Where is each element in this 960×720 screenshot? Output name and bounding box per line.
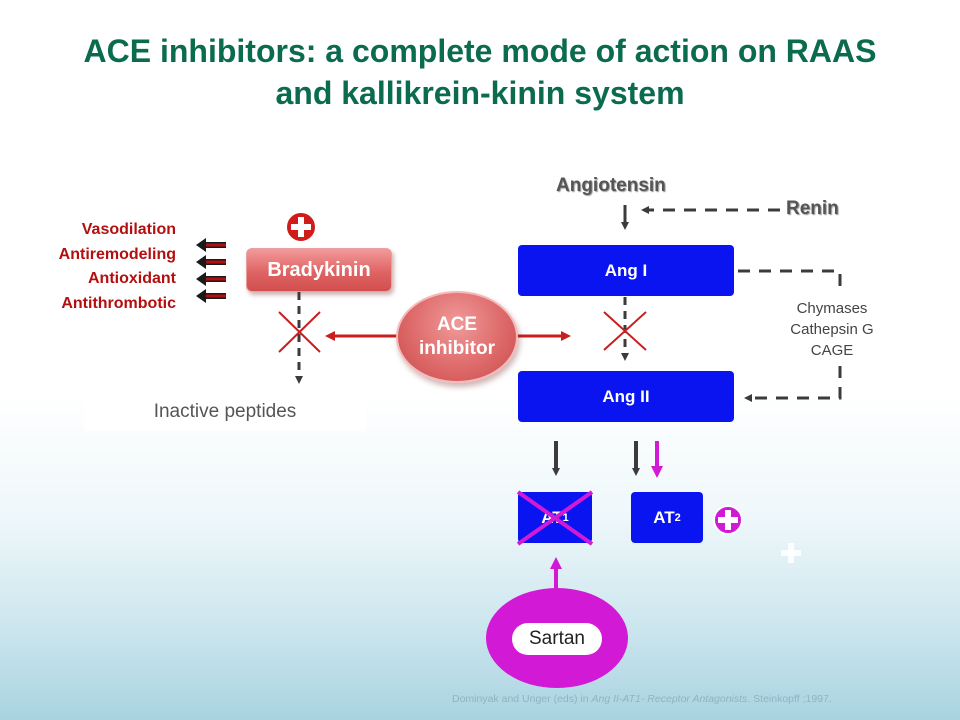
chymases-path <box>738 269 842 292</box>
angiotensin-label: Angiotensin <box>556 175 666 196</box>
title-line-1: ACE inhibitors: a complete mode of actio… <box>83 33 877 69</box>
at2-sub: 2 <box>674 511 681 524</box>
chymases-node: Chymases Cathepsin G CAGE <box>770 292 894 366</box>
effect-antiremodeling: Antiremodeling <box>58 245 176 263</box>
bradykinin-node: Bradykinin <box>246 248 392 292</box>
bradykinin-plus-icon <box>285 211 317 243</box>
ace-label-line2: inhibitor <box>419 338 495 359</box>
effect-vasodilation: Vasodilation <box>81 221 176 238</box>
ace-label-line1: ACE <box>436 314 478 335</box>
effect-arrows <box>200 242 226 299</box>
at2-main: AT <box>653 507 675 527</box>
at1-block-cross <box>516 490 594 546</box>
sartan-label: Sartan <box>512 623 602 655</box>
ang1-node: Ang I <box>518 245 734 296</box>
citation-prefix: Dominyak and Unger (eds) in <box>452 693 592 705</box>
effect-antioxidant: Antioxidant <box>88 270 176 287</box>
chymases-line2: Cathepsin G <box>790 320 874 338</box>
ace-block-cross <box>603 311 647 351</box>
chymases-line3: CAGE <box>810 341 854 359</box>
bradykinin-block-cross <box>278 311 321 353</box>
citation: Dominyak and Unger (eds) in Ang II-AT1- … <box>452 693 832 705</box>
ace-inhibitor-node: ACE inhibitor <box>396 291 518 383</box>
at1-sub: 1 <box>562 511 569 524</box>
citation-suffix: . Steinkopff ;1997. <box>747 693 832 705</box>
effects-list: Vasodilation Antiremodeling Antioxidant … <box>59 218 176 316</box>
effect-antithrombotic: Antithrombotic <box>61 294 176 312</box>
slide-title: ACE inhibitors: a complete mode of actio… <box>0 30 960 114</box>
faint-plus-icon <box>781 543 801 563</box>
inactive-peptides-node: Inactive peptides <box>84 393 366 431</box>
citation-italic: Ang II-AT1- Receptor Antagonists <box>591 693 748 705</box>
ang2-node: Ang II <box>518 371 734 422</box>
chymases-line1: Chymases <box>796 299 868 317</box>
renin-label: Renin <box>786 198 839 219</box>
at2-plus-icon <box>713 505 743 535</box>
title-line-2: and kallikrein-kinin system <box>275 75 685 111</box>
